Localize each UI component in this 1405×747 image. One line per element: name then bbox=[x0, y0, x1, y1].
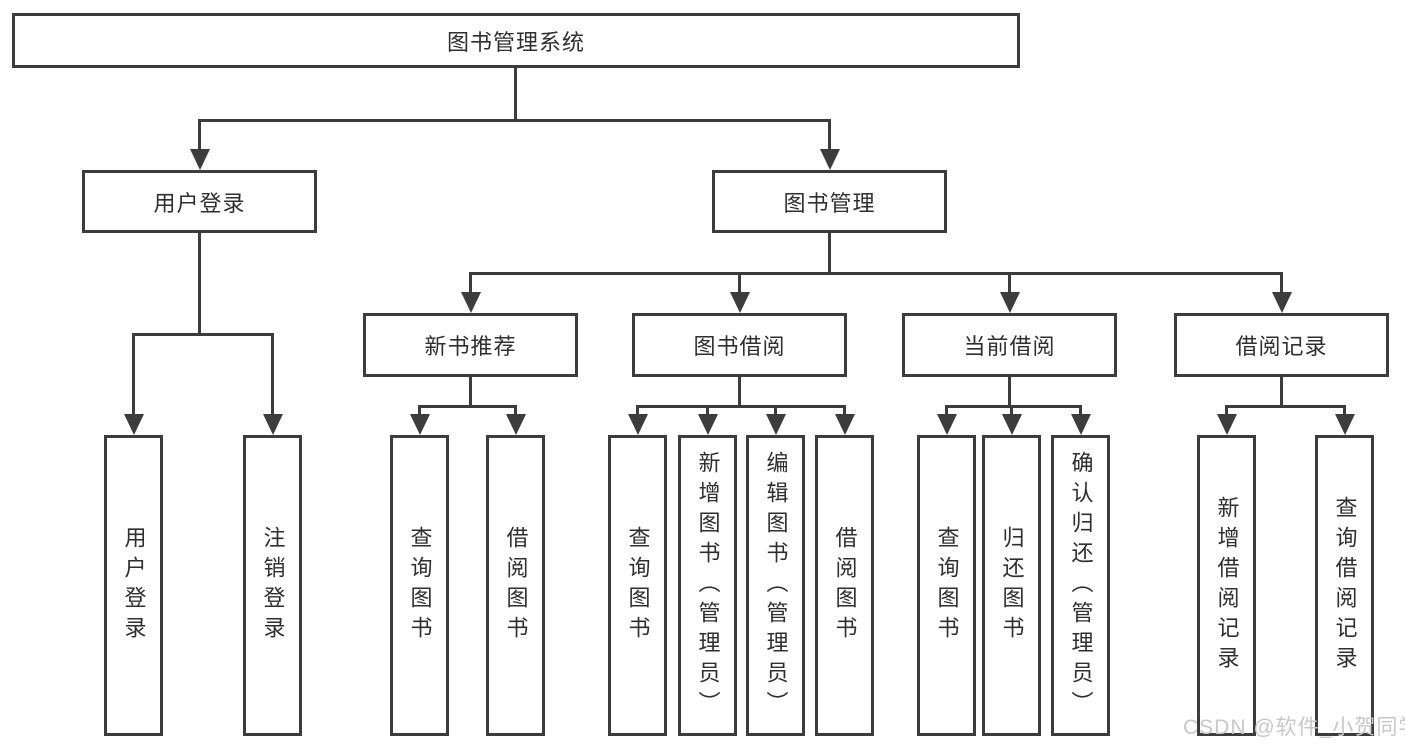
arrow-down-icon bbox=[820, 149, 840, 170]
leaf-records-query-record: 查询借阅记录 bbox=[1315, 435, 1374, 736]
connector-line bbox=[738, 376, 741, 407]
connector-line bbox=[1225, 405, 1228, 417]
arrow-down-icon bbox=[190, 149, 210, 170]
connector-line bbox=[469, 272, 1283, 275]
connector-line bbox=[828, 119, 831, 152]
connector-line bbox=[418, 405, 517, 408]
connector-line bbox=[198, 119, 831, 122]
arrow-down-icon bbox=[835, 414, 855, 435]
connector-line bbox=[738, 272, 741, 294]
arrow-down-icon bbox=[1071, 414, 1091, 435]
connector-line bbox=[132, 333, 274, 336]
connector-line bbox=[1008, 376, 1011, 407]
node-book-management: 图书管理 bbox=[712, 170, 947, 233]
connector-line bbox=[945, 405, 1082, 408]
arrow-down-icon bbox=[1272, 292, 1292, 313]
leaf-newbooks-borrow-books: 借阅图书 bbox=[486, 435, 545, 736]
leaf-logout: 注销登录 bbox=[243, 435, 302, 736]
node-book-borrowing: 图书借阅 bbox=[632, 313, 847, 377]
node-current-borrowing: 当前借阅 bbox=[902, 313, 1117, 377]
leaf-borrow-add-books-admin: 新增图书（管理员） bbox=[678, 435, 737, 736]
node-new-book-recommend: 新书推荐 bbox=[363, 313, 578, 377]
leaf-borrow-edit-books-admin: 编辑图书（管理员） bbox=[746, 435, 805, 736]
leaf-current-confirm-return-admin: 确认归还（管理员） bbox=[1051, 435, 1110, 736]
leaf-newbooks-query-books: 查询图书 bbox=[390, 435, 449, 736]
connector-line bbox=[636, 405, 639, 417]
arrow-down-icon bbox=[1002, 414, 1022, 435]
arrow-down-icon bbox=[698, 414, 718, 435]
connector-line bbox=[1008, 272, 1011, 294]
connector-line bbox=[469, 376, 472, 407]
leaf-borrow-borrow-books: 借阅图书 bbox=[815, 435, 874, 736]
arrow-down-icon bbox=[506, 414, 526, 435]
arrow-down-icon bbox=[730, 292, 750, 313]
connector-line bbox=[514, 405, 517, 417]
arrow-down-icon bbox=[461, 292, 481, 313]
connector-line bbox=[132, 333, 135, 417]
leaf-current-return-books: 归还图书 bbox=[982, 435, 1041, 736]
connector-line bbox=[1280, 272, 1283, 294]
connector-line bbox=[271, 333, 274, 417]
arrow-down-icon bbox=[263, 414, 283, 435]
arrow-down-icon bbox=[1335, 414, 1355, 435]
leaf-current-query-books: 查询图书 bbox=[917, 435, 976, 736]
connector-line bbox=[636, 405, 846, 408]
connector-line bbox=[1343, 405, 1346, 417]
connector-line bbox=[1280, 376, 1283, 407]
node-borrow-records: 借阅记录 bbox=[1174, 313, 1389, 377]
connector-line bbox=[418, 405, 421, 417]
connector-line bbox=[1225, 405, 1346, 408]
connector-line bbox=[514, 67, 517, 121]
arrow-down-icon bbox=[124, 414, 144, 435]
connector-line bbox=[198, 119, 201, 152]
arrow-down-icon bbox=[628, 414, 648, 435]
leaf-records-add-record: 新增借阅记录 bbox=[1197, 435, 1256, 736]
connector-line bbox=[1010, 405, 1013, 417]
connector-line bbox=[843, 405, 846, 417]
arrow-down-icon bbox=[937, 414, 957, 435]
node-root-library-system: 图书管理系统 bbox=[12, 13, 1020, 68]
arrow-down-icon bbox=[1000, 292, 1020, 313]
arrow-down-icon bbox=[1217, 414, 1237, 435]
connector-line bbox=[198, 232, 201, 335]
watermark: CSDN @软件_小贺同学 bbox=[1183, 716, 1405, 739]
connector-line bbox=[945, 405, 948, 417]
leaf-borrow-query-books: 查询图书 bbox=[608, 435, 667, 736]
connector-line bbox=[828, 232, 831, 275]
connector-line bbox=[469, 272, 472, 294]
arrow-down-icon bbox=[410, 414, 430, 435]
arrow-down-icon bbox=[766, 414, 786, 435]
connector-line bbox=[706, 405, 709, 417]
connector-line bbox=[1079, 405, 1082, 417]
connector-line bbox=[774, 405, 777, 417]
node-user-login: 用户登录 bbox=[82, 170, 317, 233]
leaf-user-login: 用户登录 bbox=[104, 435, 163, 736]
